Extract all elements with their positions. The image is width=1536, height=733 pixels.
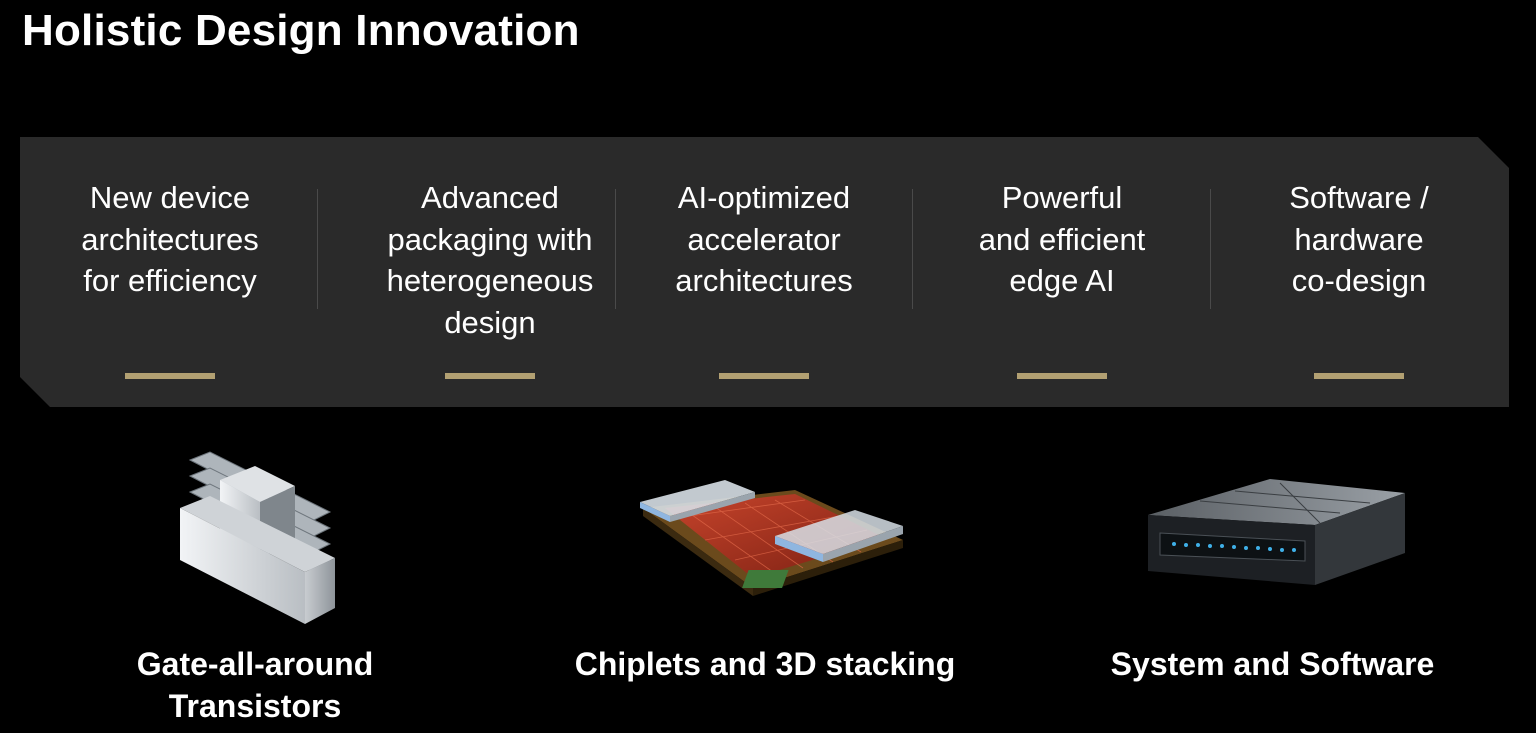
pillar-divider: [317, 189, 318, 309]
pillar-ai-accelerator: AI-optimized accelerator architectures: [619, 177, 909, 302]
pillar-device-architectures: New device architectures for efficiency: [25, 177, 315, 302]
pillar-text: Powerful and efficient edge AI: [978, 180, 1146, 298]
pillar-accent-line: [719, 373, 809, 379]
pillar-edge-ai: Powerful and efficient edge AI: [917, 177, 1207, 302]
feature-caption-system-software: System and Software: [1110, 646, 1435, 682]
pillar-accent-line: [1314, 373, 1404, 379]
pillar-divider: [1210, 189, 1211, 309]
pillar-accent-line: [445, 373, 535, 379]
server-rack-icon: [1148, 479, 1405, 585]
feature-caption-gaa: Gate-all-around Transistors: [136, 646, 374, 724]
pillar-advanced-packaging: Advanced packaging with heterogeneous de…: [345, 177, 635, 343]
pillar-accent-line: [125, 373, 215, 379]
pillar-text: Software / hardware co-design: [1289, 180, 1429, 298]
slide-title: Holistic Design Innovation: [22, 6, 580, 55]
banner-background: [20, 137, 1509, 407]
pillar-text: AI-optimized accelerator architectures: [675, 180, 853, 298]
pillar-divider: [615, 189, 616, 309]
chiplet-stack-icon: [640, 480, 903, 596]
pillar-text: New device architectures for efficiency: [81, 180, 259, 298]
pillar-text: Advanced packaging with heterogeneous de…: [386, 180, 594, 340]
gate-all-around-transistor-icon: [180, 451, 335, 624]
pillar-software-hardware: Software / hardware co-design: [1214, 177, 1504, 302]
pillar-accent-line: [1017, 373, 1107, 379]
pillars-banner: New device architectures for efficiency …: [20, 137, 1509, 407]
pillar-divider: [912, 189, 913, 309]
feature-caption-chiplets: Chiplets and 3D stacking: [574, 646, 956, 682]
